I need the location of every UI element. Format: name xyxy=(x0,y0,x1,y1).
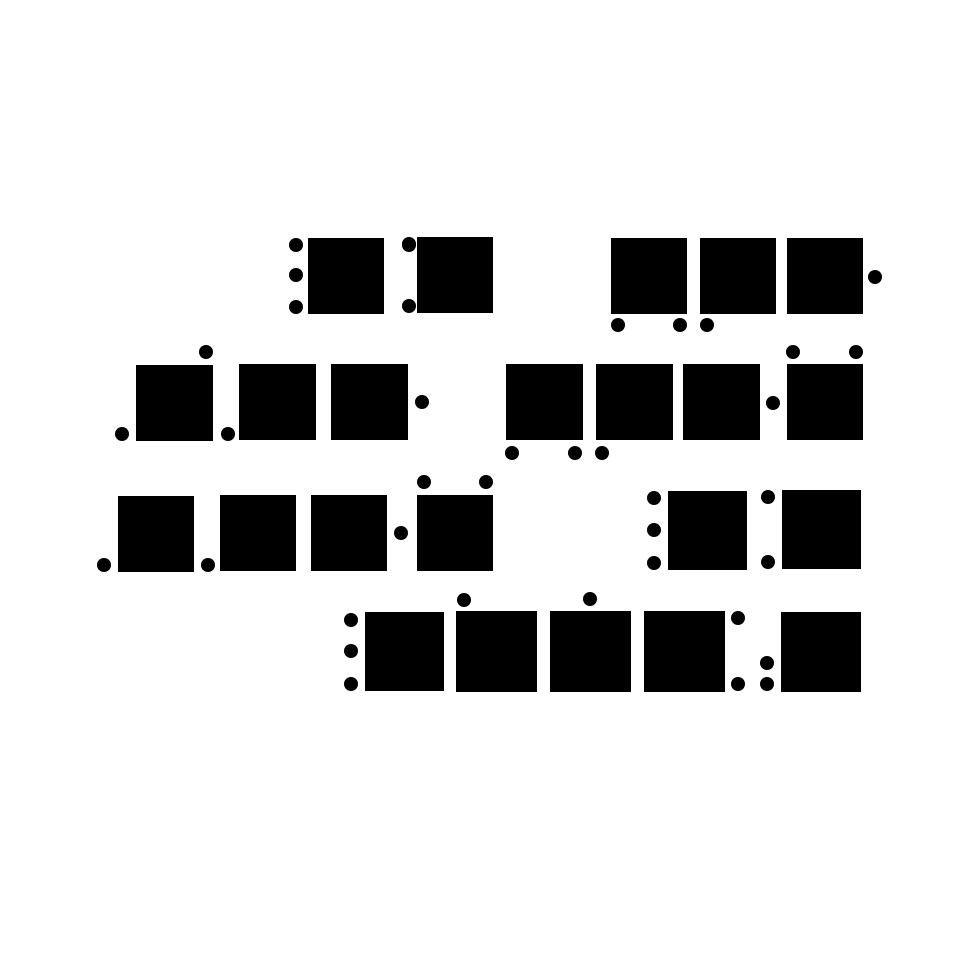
dot-5 xyxy=(786,345,800,359)
dot-2 xyxy=(673,318,687,332)
square-block-1 xyxy=(365,612,444,691)
square-block-3 xyxy=(550,611,631,692)
row-4 xyxy=(344,592,861,692)
square-block-1 xyxy=(668,491,747,570)
dot-6 xyxy=(402,238,416,252)
dot-2 xyxy=(568,446,582,460)
row-3-group-2 xyxy=(647,490,861,570)
row-1-group-1 xyxy=(289,237,493,314)
dot-4 xyxy=(868,270,882,284)
square-block-2 xyxy=(456,611,537,692)
dot-2 xyxy=(201,558,215,572)
dot-2 xyxy=(647,523,661,537)
dot-6 xyxy=(731,611,745,625)
dot-1 xyxy=(647,491,661,505)
square-block-1 xyxy=(136,365,213,441)
square-block-1 xyxy=(308,238,384,314)
dot-6 xyxy=(849,345,863,359)
row-1 xyxy=(289,237,882,332)
row-2-group-2 xyxy=(505,345,863,460)
square-block-5 xyxy=(781,612,861,692)
dot-4 xyxy=(766,396,780,410)
dot-7 xyxy=(731,677,745,691)
row-2-group-1 xyxy=(115,345,429,441)
dot-4 xyxy=(415,395,429,409)
square-block-3 xyxy=(311,495,387,571)
dot-1 xyxy=(97,558,111,572)
square-block-2 xyxy=(417,237,493,313)
dot-3 xyxy=(344,677,358,691)
dot-2 xyxy=(344,644,358,658)
square-block-1 xyxy=(611,238,687,314)
dot-5 xyxy=(761,555,775,569)
dot-2 xyxy=(115,427,129,441)
square-block-2 xyxy=(220,495,296,571)
dot-1 xyxy=(505,446,519,460)
square-block-3 xyxy=(787,238,863,314)
dot-9 xyxy=(760,677,774,691)
dot-3 xyxy=(394,526,408,540)
dot-4 xyxy=(417,475,431,489)
dot-4 xyxy=(761,490,775,504)
dot-5 xyxy=(583,592,597,606)
dot-3 xyxy=(595,446,609,460)
dot-1 xyxy=(611,318,625,332)
dot-5 xyxy=(402,299,416,313)
row-3 xyxy=(97,475,861,572)
dot-1 xyxy=(289,238,303,252)
square-block-2 xyxy=(700,238,776,314)
row-2 xyxy=(115,345,863,460)
square-block-1 xyxy=(118,496,194,572)
square-block-3 xyxy=(331,364,408,440)
dot-1 xyxy=(199,345,213,359)
dot-8 xyxy=(760,656,774,670)
row-1-group-2 xyxy=(611,238,882,332)
dot-3 xyxy=(647,556,661,570)
dot-4 xyxy=(457,593,471,607)
row-4-group-1 xyxy=(344,592,861,692)
square-block-3 xyxy=(683,364,760,440)
dot-1 xyxy=(344,613,358,627)
square-block-4 xyxy=(787,364,863,440)
square-block-2 xyxy=(596,364,673,440)
square-block-4 xyxy=(644,611,725,692)
square-block-2 xyxy=(782,490,861,569)
dot-2 xyxy=(289,268,303,282)
dot-5 xyxy=(479,475,493,489)
dot-3 xyxy=(221,427,235,441)
row-3-group-1 xyxy=(97,475,493,572)
square-block-1 xyxy=(506,364,583,440)
square-block-2 xyxy=(239,364,316,440)
dot-3 xyxy=(289,300,303,314)
square-block-4 xyxy=(417,495,493,571)
dot-3 xyxy=(700,318,714,332)
